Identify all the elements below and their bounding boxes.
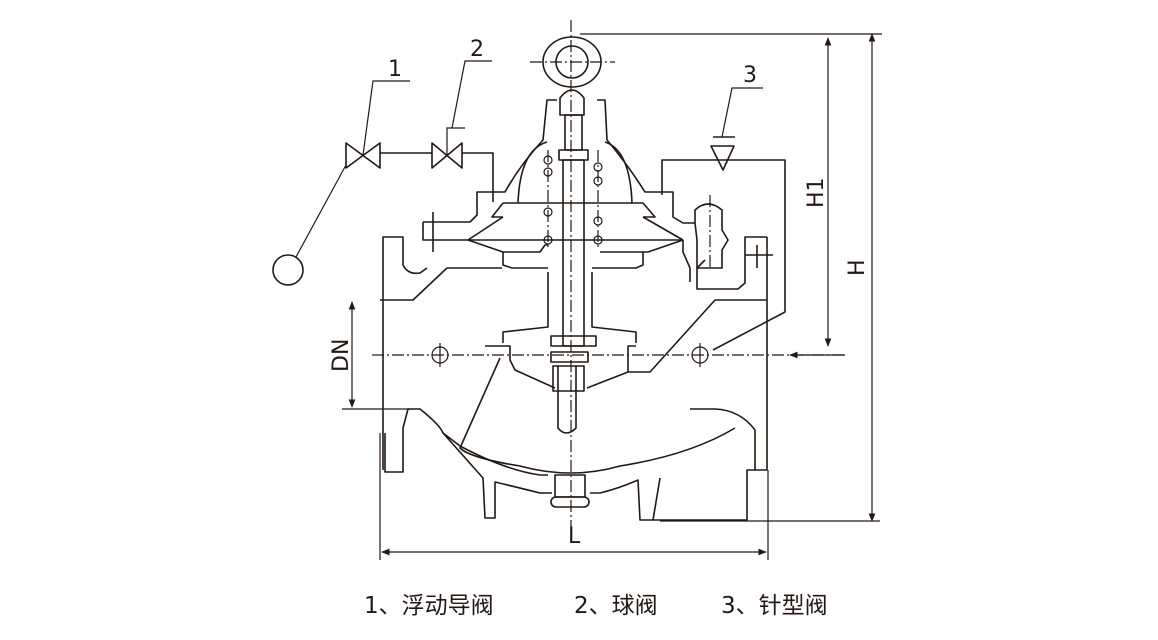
l-label: L [568,524,581,549]
dn-label: DN [329,339,354,372]
legend-item-float-pilot-valve: 1、浮动导阀 [364,593,494,619]
legend-item-needle-valve: 3、针型阀 [721,593,828,619]
needle-valve-symbol [710,145,735,171]
dimension-lines [342,33,882,560]
float-ball [272,254,304,286]
valve-bonnet [422,99,695,269]
pilot-piping [272,136,786,351]
ball-valve-symbol [431,142,463,169]
callout-3: 3 [743,63,757,88]
float-pilot-valve-symbol [345,142,381,169]
callout-leaders [362,60,763,156]
centerlines [372,20,845,530]
h1-label: H1 [804,177,829,208]
valve-stem [550,114,597,434]
h-label: H [845,259,870,276]
callout-2: 2 [470,37,484,62]
legend-item-ball-valve: 2、球阀 [574,593,658,619]
needle-valve-bolt [694,195,729,270]
callout-1: 1 [388,57,402,82]
lifting-eye [542,36,602,116]
